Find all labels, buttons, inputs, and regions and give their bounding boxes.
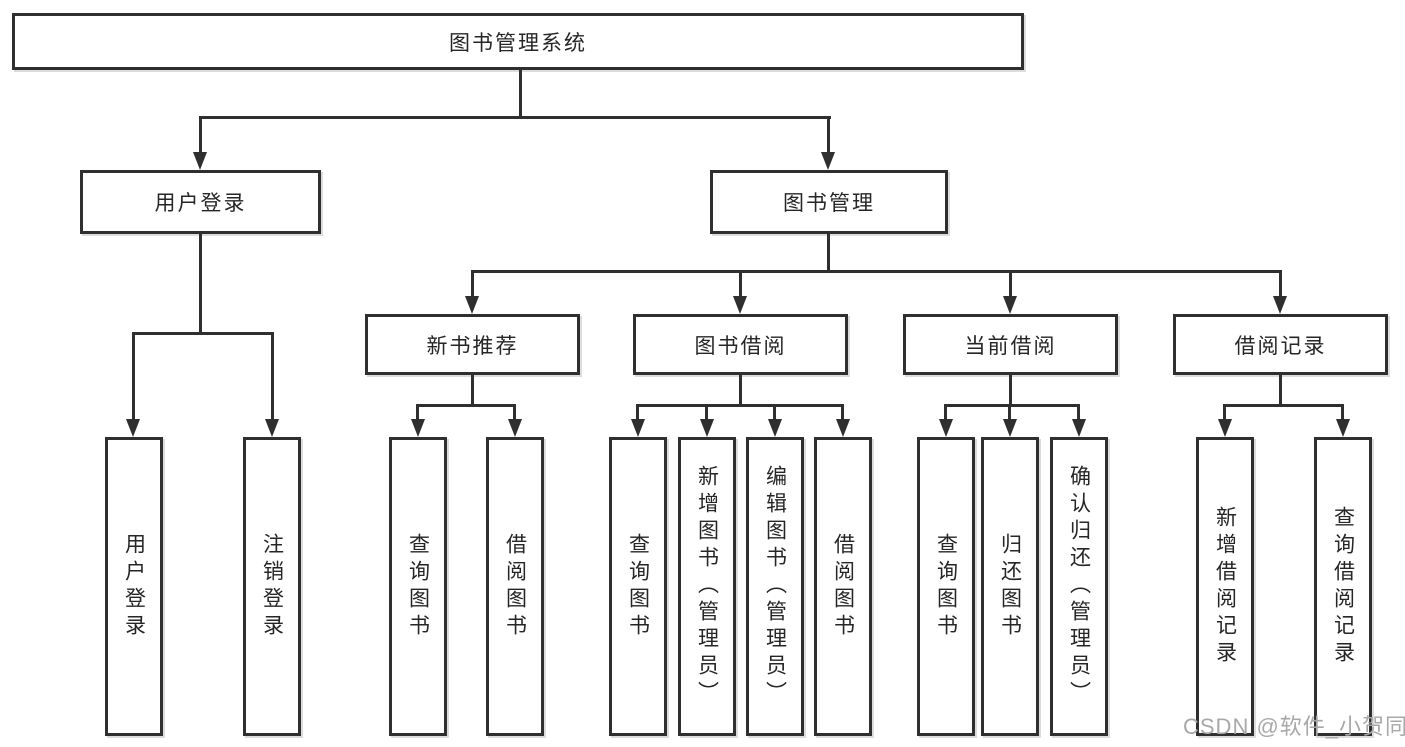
leaf-user-login: 用户登录	[105, 437, 163, 736]
connector-new-book-stem	[471, 270, 474, 300]
leaf-return-book: 归还图书	[981, 437, 1039, 736]
node-book-borrowing-label: 图书借阅	[694, 334, 787, 358]
leaf-query-books-borrowing: 查询图书	[609, 437, 667, 736]
node-book-borrowing: 图书借阅	[633, 314, 848, 375]
arrowhead-g3-c2	[1003, 419, 1017, 437]
connector-g4-c2-stem	[1341, 404, 1344, 426]
node-borrowing-records: 借阅记录	[1173, 314, 1388, 375]
connector-user-branch-stub	[199, 234, 202, 334]
arrowhead-book-borrow	[733, 296, 747, 314]
arrowhead-book-mgmt	[821, 152, 835, 170]
leaf-query-books-borrowing-label: 查询图书	[626, 532, 650, 641]
connector-root-stub	[519, 70, 522, 118]
arrowhead-new-book	[465, 296, 479, 314]
node-current-borrowing: 当前借阅	[903, 314, 1118, 375]
connector-borrow-records-stem	[1279, 270, 1282, 300]
arrowhead-g4-c1	[1218, 419, 1232, 437]
connector-level2-rail	[471, 270, 1282, 273]
connector-g3-c1-stem	[944, 404, 947, 426]
leaf-return-book-label: 归还图书	[998, 532, 1022, 641]
arrowhead-user-login	[193, 152, 207, 170]
leaf-borrow-books-recommend: 借阅图书	[486, 437, 544, 736]
connector-g3-stub	[1009, 375, 1012, 406]
node-user-login-label: 用户登录	[154, 192, 247, 215]
leaf-confirm-return-admin: 确认归还（管理员）	[1050, 437, 1108, 736]
connector-g2-stub	[739, 375, 742, 406]
leaf-query-books-recommend: 查询图书	[389, 437, 447, 736]
leaf-query-borrow-record-label: 查询借阅记录	[1331, 505, 1355, 668]
node-borrowing-records-label: 借阅记录	[1234, 334, 1327, 358]
connector-leaf-logout-stem	[271, 332, 274, 420]
connector-g4-stub	[1279, 375, 1282, 406]
connector-g2-c1-stem	[636, 404, 639, 426]
leaf-add-borrow-record: 新增借阅记录	[1196, 437, 1254, 736]
leaf-add-book-admin-label: 新增图书（管理员）	[695, 465, 719, 708]
connector-g2-c3-stem	[773, 404, 776, 426]
arrowhead-g1-c2	[508, 419, 522, 437]
leaf-logout: 注销登录	[243, 437, 301, 736]
leaf-edit-book-admin-label: 编辑图书（管理员）	[763, 465, 787, 708]
node-new-book-recommendation-label: 新书推荐	[426, 334, 519, 358]
connector-user-branch-rail	[132, 332, 274, 335]
node-book-management: 图书管理	[710, 170, 948, 234]
connector-g3-c2-stem	[1008, 404, 1011, 426]
leaf-query-borrow-record: 查询借阅记录	[1314, 437, 1372, 736]
connector-book-borrow-stem	[739, 270, 742, 300]
node-user-login: 用户登录	[80, 170, 321, 234]
connector-g3-rail	[944, 404, 1080, 407]
connector-g1-c1-stem	[416, 404, 419, 426]
connector-g1-stub	[471, 375, 474, 406]
arrowhead-g2-c4	[836, 419, 850, 437]
connector-user-login-stem	[199, 116, 202, 158]
leaf-logout-label: 注销登录	[260, 532, 284, 641]
connector-g2-c2-stem	[705, 404, 708, 426]
arrowhead-leaf-user-login	[126, 419, 140, 437]
leaf-query-books-current-label: 查询图书	[934, 532, 958, 641]
leaf-borrow-books-borrowing: 借阅图书	[814, 437, 872, 736]
connector-g2-rail	[636, 404, 844, 407]
arrowhead-g2-c3	[768, 419, 782, 437]
connector-leaf-user-login-stem	[132, 332, 135, 420]
leaf-confirm-return-admin-label: 确认归还（管理员）	[1067, 465, 1091, 708]
node-root: 图书管理系统	[12, 13, 1024, 70]
connector-g4-c1-stem	[1223, 404, 1226, 426]
leaf-query-books-current: 查询图书	[917, 437, 975, 736]
arrowhead-g3-c3	[1072, 419, 1086, 437]
node-root-label: 图书管理系统	[449, 31, 587, 55]
arrowhead-leaf-logout	[265, 419, 279, 437]
csdn-watermark: CSDN @软件_小贺同学	[1183, 714, 1405, 739]
connector-level1-rail	[199, 116, 831, 119]
node-new-book-recommendation: 新书推荐	[365, 314, 580, 375]
leaf-query-books-recommend-label: 查询图书	[406, 532, 430, 641]
connector-g1-rail	[416, 404, 516, 407]
leaf-borrow-books-borrowing-label: 借阅图书	[831, 532, 855, 641]
leaf-add-borrow-record-label: 新增借阅记录	[1213, 505, 1237, 668]
leaf-borrow-books-recommend-label: 借阅图书	[503, 532, 527, 641]
arrowhead-current-borrow	[1003, 296, 1017, 314]
connector-book-mgmt-stem	[827, 116, 830, 158]
leaf-add-book-admin: 新增图书（管理员）	[678, 437, 736, 736]
node-current-borrowing-label: 当前借阅	[964, 334, 1057, 358]
arrowhead-borrow-records	[1273, 296, 1287, 314]
arrowhead-g1-c1	[411, 419, 425, 437]
arrowhead-g4-c2	[1336, 419, 1350, 437]
connector-g2-c4-stem	[841, 404, 844, 426]
leaf-edit-book-admin: 编辑图书（管理员）	[746, 437, 804, 736]
connector-g4-rail	[1223, 404, 1344, 407]
connector-g1-c2-stem	[513, 404, 516, 426]
arrowhead-g2-c1	[631, 419, 645, 437]
arrowhead-g3-c1	[939, 419, 953, 437]
connector-g3-c3-stem	[1077, 404, 1080, 426]
node-book-management-label: 图书管理	[783, 192, 875, 215]
connector-current-borrow-stem	[1009, 270, 1012, 300]
leaf-user-login-label: 用户登录	[122, 532, 146, 641]
connector-mgmt-branch-stub	[827, 234, 830, 273]
arrowhead-g2-c2	[700, 419, 714, 437]
